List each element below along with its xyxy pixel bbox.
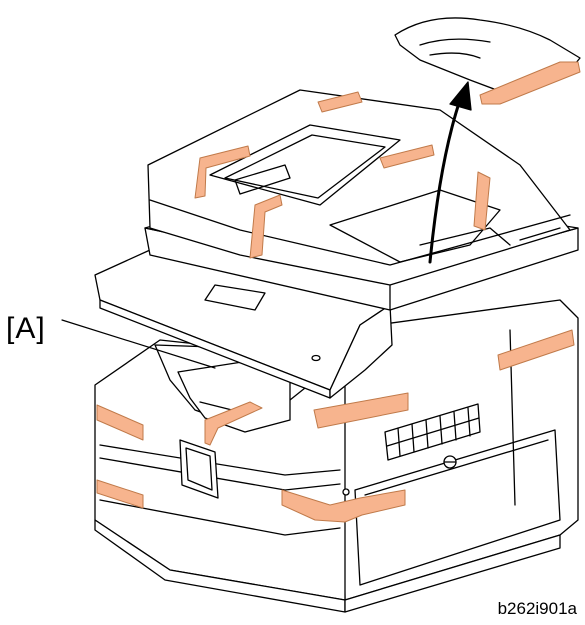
shipping-tape bbox=[313, 392, 409, 429]
shipping-tape bbox=[497, 329, 575, 371]
callout-leader-line bbox=[61, 319, 216, 369]
shipping-tapes bbox=[96, 61, 581, 523]
operation-panel bbox=[94, 249, 393, 399]
shipping-tape bbox=[317, 91, 363, 113]
shipping-tape bbox=[96, 404, 144, 441]
shipping-tape bbox=[194, 145, 251, 199]
shipping-tape bbox=[204, 401, 263, 446]
removal-arrow bbox=[428, 81, 472, 264]
shipping-tape bbox=[479, 61, 581, 105]
shipping-tape bbox=[96, 479, 144, 509]
shipping-tape bbox=[379, 144, 435, 169]
shipping-tape bbox=[281, 489, 406, 523]
shipping-tape bbox=[249, 194, 283, 259]
shipping-tape bbox=[473, 171, 491, 231]
copier-body bbox=[94, 299, 579, 613]
callout-label: [A] bbox=[6, 312, 46, 345]
figure-id-label: b262i901a bbox=[497, 599, 577, 618]
